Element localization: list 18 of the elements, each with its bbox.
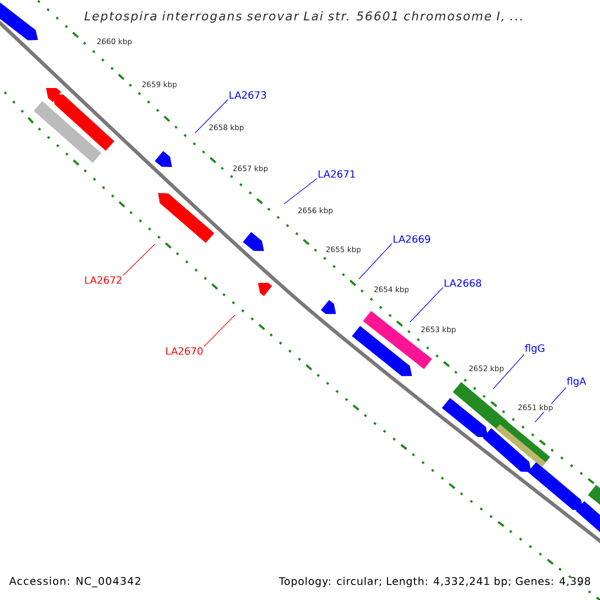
gene-label: LA2672 bbox=[85, 276, 122, 284]
leader-line bbox=[194, 99, 228, 134]
leader-line bbox=[492, 354, 524, 390]
footer-text: Topology: circular; Length: 4,332,241 bp; Genes: 4,398 bbox=[278, 576, 590, 588]
title: Leptospira interrogans serovar Lai str. 56601 chromosome I, ... bbox=[84, 11, 522, 23]
gene-label: LA2673 bbox=[230, 91, 266, 99]
gene-label: LA2670 bbox=[166, 347, 203, 355]
leader-line bbox=[122, 244, 156, 276]
leader-line bbox=[284, 178, 318, 204]
gene-label: LA2669 bbox=[394, 235, 430, 243]
gene-label: flgG bbox=[524, 344, 544, 354]
footer-text: Accession: NC_004342 bbox=[9, 576, 140, 588]
leader-line bbox=[358, 243, 392, 280]
leader-line bbox=[204, 314, 236, 347]
gene-label: LA2671 bbox=[318, 170, 355, 178]
leader-line bbox=[410, 287, 444, 322]
gene-label: LA2668 bbox=[444, 279, 482, 287]
gene-label: flgA bbox=[566, 377, 586, 387]
